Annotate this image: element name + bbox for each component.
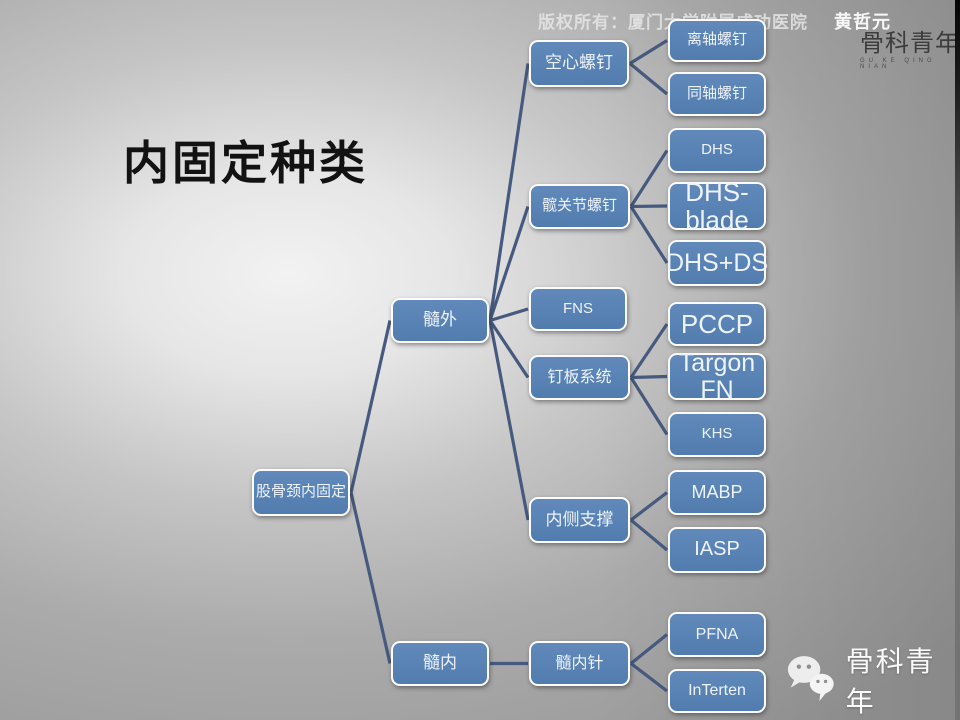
edge-suiwai-fns (489, 307, 529, 323)
author-name: 黄哲元 (834, 12, 891, 32)
edge-kuan-dhsds (629, 205, 669, 264)
node-kongxin: 空心螺钉 (529, 40, 629, 87)
node-pccp: PCCP (668, 302, 766, 346)
edge-root-suiwai (349, 320, 392, 493)
edge-suiwai-neice (488, 320, 530, 521)
node-pfna: PFNA (668, 612, 766, 657)
edge-kuan-dhs (629, 149, 669, 208)
node-lizhou: 离轴螺钉 (668, 19, 766, 62)
edge-kongxin-tongzhou (628, 62, 669, 96)
node-tongzhou: 同轴螺钉 (668, 72, 766, 116)
edge-kuan-dhsblade (630, 204, 668, 209)
node-interten: InTerten (668, 669, 766, 713)
node-mabp: MABP (668, 470, 766, 515)
node-suinei: 髓内 (391, 641, 489, 686)
node-targon: Targon FN (668, 349, 766, 403)
node-dhsblade: DHS- blade (668, 178, 766, 234)
brand-logo: 骨科青年 GU KE QING NIAN (860, 30, 960, 71)
edge-suiwai-dingban (488, 319, 530, 379)
wechat-footer: 骨科青年 (786, 640, 960, 720)
edge-suiwai-kongxin (488, 63, 530, 321)
right-edge-strip (955, 0, 960, 720)
edge-neice-iasp (629, 518, 669, 552)
node-khs: KHS (668, 412, 766, 457)
brand-logo-subtext: GU KE QING NIAN (860, 58, 936, 70)
node-fns: FNS (529, 287, 627, 331)
edge-suiwai-kuan (488, 205, 530, 322)
edge-root-suinei (349, 492, 392, 664)
edge-suineizhen-interten (630, 662, 668, 693)
edge-suineizhen-pfna (629, 633, 669, 665)
node-neice: 内侧支撑 (529, 497, 630, 543)
node-dingban: 钉板系统 (529, 355, 630, 400)
brand-logo-text: 骨科青年 (860, 30, 960, 57)
edge-dingban-khs (629, 376, 669, 436)
node-root: 股骨颈内固定 (252, 469, 350, 516)
edge-dingban-pccp (629, 323, 669, 379)
node-suiwai: 髓外 (391, 298, 489, 343)
node-kuan: 髋关节螺钉 (529, 184, 630, 229)
node-dhs: DHS (668, 128, 766, 173)
node-iasp: IASP (668, 527, 766, 573)
node-suineizhen: 髓内针 (529, 641, 630, 686)
page-title: 内固定种类 (123, 137, 368, 189)
edge-kongxin-lizhou (629, 39, 668, 65)
wechat-icon (787, 656, 834, 701)
wechat-account-name: 骨科青年 (845, 646, 936, 717)
edge-neice-mabp (630, 491, 668, 522)
node-dhsds: DHS+DS (666, 240, 768, 286)
edge-dingban-targon (630, 374, 668, 380)
